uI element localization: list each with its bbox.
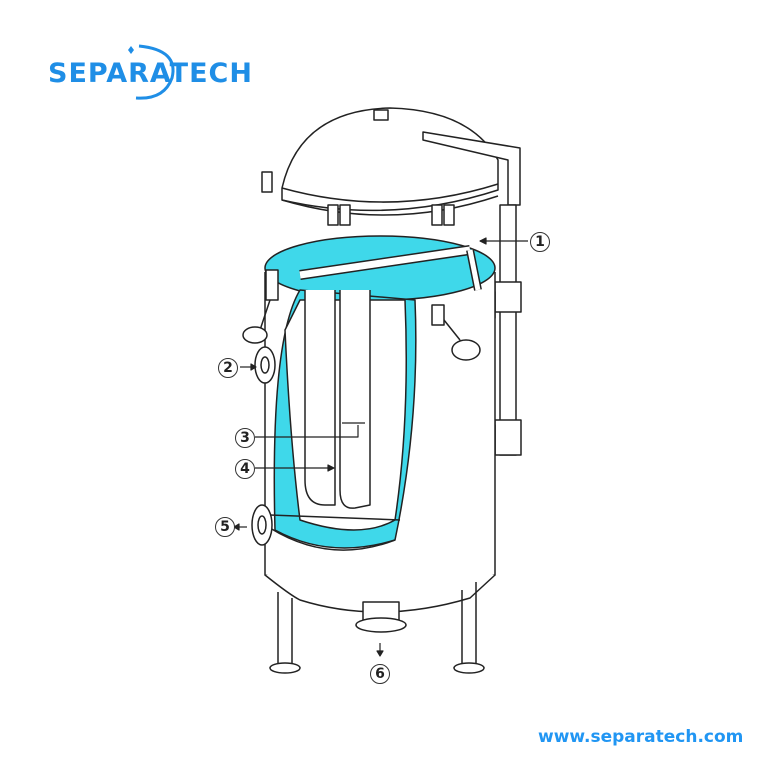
outlet-flange — [251, 504, 273, 546]
callout-1: 1 — [530, 232, 550, 252]
vessel-body — [264, 235, 496, 613]
callout-6: 6 — [370, 664, 390, 684]
website-link[interactable]: www.separatech.com — [538, 727, 744, 747]
callout-4: 4 — [235, 459, 255, 479]
handwheel — [431, 304, 481, 361]
legs — [269, 582, 485, 674]
brand-logo: SEPARATECH — [44, 38, 252, 108]
brand-name: SEPARATECH — [48, 58, 253, 89]
callout-2: 2 — [218, 358, 238, 378]
callout-5: 5 — [215, 517, 235, 537]
inlet-flange — [242, 269, 279, 384]
lid — [261, 107, 521, 226]
orbit-swoosh-icon — [128, 44, 175, 100]
leader-lines — [233, 237, 528, 657]
callout-3: 3 — [235, 428, 255, 448]
